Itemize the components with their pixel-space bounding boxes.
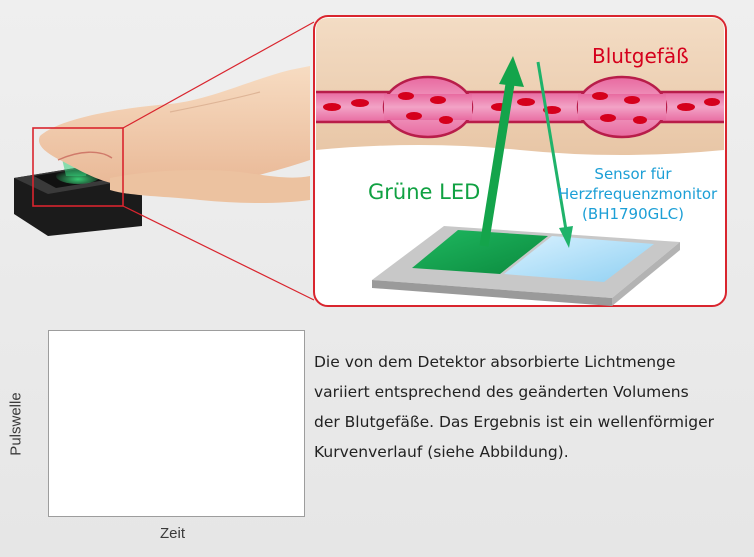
sensor-label-line-2: Herzfrequenzmonitor: [558, 185, 718, 203]
sensor-label-line-3: (BH1790GLC): [582, 205, 684, 223]
blood-vessel-label: Blutgefäß: [592, 44, 689, 68]
zoom-connector-top: [122, 21, 315, 129]
description-line-2: variiert entsprechend des geänderten Vol…: [314, 383, 689, 401]
x-axis-label: Zeit: [160, 525, 186, 542]
zoom-region-box: [32, 127, 124, 207]
photodetector-element: [504, 236, 654, 282]
description-text: Die von dem Detektor absorbierte Lichtme…: [314, 347, 750, 467]
finger: [38, 66, 311, 203]
light-arrows: [479, 56, 573, 248]
sensor-label: Sensor für Herzfrequenzmonitor (BH1790GL…: [558, 164, 718, 224]
reflected-light-arrow-head: [559, 226, 573, 248]
sensor-chip: [372, 226, 680, 306]
emitted-light-arrow-head: [499, 56, 524, 87]
sensor-label-line-1: Sensor für: [594, 165, 672, 183]
green-led-element: [412, 230, 548, 274]
green-led-label: Grüne LED: [368, 180, 481, 204]
y-axis-label: Pulswelle: [7, 392, 25, 456]
blood-vessel: [316, 75, 724, 139]
zoom-connector-bottom: [122, 205, 315, 301]
description-line-1: Die von dem Detektor absorbierte Lichtme…: [314, 353, 676, 371]
description-line-3: der Blutgefäße. Das Ergebnis ist ein wel…: [314, 413, 715, 431]
description-line-4: Kurvenverlauf (siehe Abbildung).: [314, 443, 569, 461]
pulse-chart-frame: [48, 330, 305, 517]
